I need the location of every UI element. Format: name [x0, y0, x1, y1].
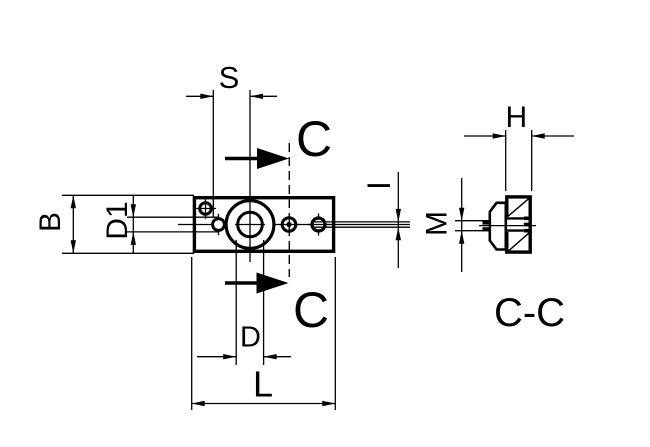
- arrowhead-icon: [223, 354, 237, 360]
- dimension-l: L: [191, 257, 336, 410]
- dimension-h: H: [464, 101, 574, 191]
- dimension-m: M: [421, 178, 489, 272]
- dimension-s: S: [186, 60, 277, 262]
- arrowhead-icon: [492, 133, 506, 139]
- dim-label-s: S: [219, 60, 240, 95]
- dim-label-i: I: [361, 181, 397, 190]
- t-nut-body-section: [503, 195, 532, 254]
- hatch-line: [505, 196, 532, 219]
- arrowhead-icon: [531, 133, 545, 139]
- dim-label-m: M: [421, 211, 454, 236]
- arrowhead-icon: [130, 231, 136, 245]
- bore-gap: [503, 217, 524, 232]
- arrowhead-icon: [263, 354, 277, 360]
- hatch-line: [505, 230, 532, 254]
- arrowhead-icon: [250, 93, 263, 99]
- arrowhead-icon: [70, 195, 76, 209]
- hole-top-left: [195, 198, 216, 219]
- dimension-i: I: [361, 172, 401, 268]
- section-view-title: C-C: [494, 291, 565, 335]
- section-arrow-icon: [257, 148, 289, 169]
- arrowhead-icon: [70, 240, 76, 254]
- main-top-view: S C C B D1: [34, 60, 410, 410]
- dimension-b: B: [34, 194, 194, 254]
- section-letter-bottom: C: [293, 282, 329, 338]
- section-letter-top: C: [296, 111, 332, 167]
- arrowhead-icon: [395, 227, 401, 241]
- thread-marks: [523, 216, 531, 233]
- dim-label-b: B: [34, 212, 67, 232]
- arrowhead-icon: [459, 207, 465, 221]
- section-cut-c: C C: [225, 111, 332, 338]
- dim-label-h: H: [505, 101, 527, 134]
- arrowhead-icon: [459, 230, 465, 244]
- section-view-cc: H M: [421, 101, 574, 335]
- dim-label-l: L: [253, 364, 273, 405]
- arrowhead-icon: [395, 208, 401, 222]
- arrowhead-icon: [191, 400, 205, 407]
- arrowhead-icon: [200, 93, 214, 99]
- hole-right: [308, 213, 334, 236]
- dim-label-d: D: [240, 322, 261, 354]
- dim-label-d1: D1: [101, 201, 134, 239]
- arrowhead-icon: [322, 400, 336, 407]
- arrowhead-icon: [130, 204, 136, 218]
- dimension-d1: D1: [101, 196, 219, 254]
- section-arrow-icon: [256, 272, 289, 294]
- dimension-d: D: [197, 240, 291, 365]
